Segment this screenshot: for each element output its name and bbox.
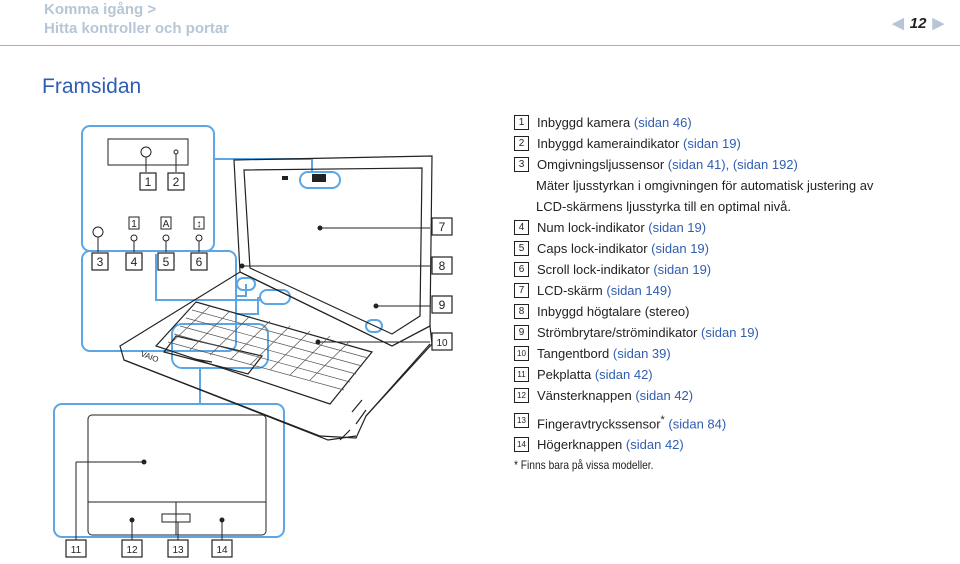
breadcrumb: Komma igång > Hitta kontroller och porta… [44, 0, 229, 38]
laptop-diagram: VAIO 1 A ↕ [53, 125, 453, 558]
item-number: 9 [514, 325, 529, 340]
callout-7: 7 [439, 220, 446, 234]
scroll-lock-glyph: ↕ [197, 219, 202, 230]
num-lock-glyph: 1 [131, 219, 137, 230]
item-label: Fingeravtryckssensor [537, 416, 661, 432]
page-reference-link[interactable]: (sidan 42) [625, 437, 684, 453]
item-number: 11 [514, 367, 529, 382]
item-label: Högerknappen [537, 437, 623, 453]
callout-8: 8 [439, 259, 446, 273]
component-list: 1 Inbyggd kamera (sidan 46) 2 Inbyggd kame… [514, 112, 954, 476]
callout-1: 1 [145, 175, 152, 189]
item-number: 13 [514, 413, 529, 428]
footnote: * Finns bara på vissa modeller. [514, 458, 654, 473]
item-number: 7 [514, 283, 529, 298]
list-item: 14 Högerknappen (sidan 42) [514, 434, 954, 455]
callout-5: 5 [163, 255, 170, 269]
next-page-arrow-icon[interactable]: ▶ [932, 15, 944, 32]
page-reference-link[interactable]: (sidan 42) [594, 367, 653, 382]
laptop-touchpad [162, 335, 264, 375]
item-label: Num lock-indikator [537, 220, 645, 235]
page-reference-link[interactable]: (sidan 84) [668, 416, 727, 432]
item-number: 3 [514, 157, 529, 172]
list-item: 5 Caps lock-indikator (sidan 19) [514, 238, 954, 259]
page-reference-link[interactable]: (sidan 19) [653, 262, 712, 277]
page-navigation: ◀ 12 ▶ [892, 14, 944, 33]
item-label: LCD-skärm [537, 283, 603, 298]
list-item: 10 Tangentbord (sidan 39) [514, 343, 954, 364]
list-item: 2 Inbyggd kameraindikator (sidan 19) [514, 133, 954, 154]
item-label: Inbyggd högtalare (stereo) [537, 304, 690, 319]
list-item: 12 Vänsterknappen (sidan 42) [514, 385, 954, 406]
item-description: Mäter ljusstyrkan i omgivningen för auto… [536, 178, 874, 193]
list-item: 9 Strömbrytare/strömindikator (sidan 19) [514, 322, 954, 343]
callout-10: 10 [436, 338, 448, 349]
list-item: 4 Num lock-indikator (sidan 19) [514, 217, 954, 238]
callout-11: 11 [71, 545, 82, 556]
list-item: 3 Omgivningsljussensor (sidan 41), (sidan… [514, 154, 954, 175]
page-reference-link[interactable]: (sidan 41), (sidan 192) [667, 157, 798, 172]
caps-lock-glyph: A [163, 219, 170, 230]
item-number: 4 [514, 220, 529, 235]
callout-2: 2 [173, 175, 180, 189]
page-reference-link[interactable]: (sidan 19) [651, 241, 709, 256]
page-reference-link[interactable]: (sidan 19) [682, 136, 741, 151]
item-number: 5 [514, 241, 529, 256]
item-number: 14 [514, 437, 529, 453]
item-label: Inbyggd kamera [537, 115, 631, 130]
page-reference-link[interactable]: (sidan 46) [633, 115, 692, 130]
item-label: Caps lock-indikator [537, 241, 648, 256]
item-number: 6 [514, 262, 529, 277]
page-reference-link[interactable]: (sidan 19) [648, 220, 707, 235]
list-item: 13 Fingeravtryckssensor* (sidan 84) [514, 410, 954, 434]
list-item: 1 Inbyggd kamera (sidan 46) [514, 112, 954, 133]
callout-12: 12 [126, 545, 138, 556]
callout-3: 3 [97, 255, 104, 269]
touchpad-detail-box [53, 403, 285, 538]
callout-13: 13 [172, 545, 184, 556]
callout-9: 9 [439, 298, 446, 312]
list-item: 11 Pekplatta (sidan 42) [514, 364, 954, 385]
item-label: Vänsterknappen [537, 388, 632, 403]
list-item: 8 Inbyggd högtalare (stereo) [514, 301, 954, 322]
callout-6: 6 [196, 255, 203, 269]
item-label: Tangentbord [537, 346, 610, 361]
item-number: 8 [514, 304, 529, 319]
breadcrumb-section[interactable]: Komma igång > [44, 1, 157, 18]
item-label: Pekplatta [537, 367, 592, 382]
item-description: LCD-skärmens ljusstyrka till en optimal … [536, 199, 792, 214]
item-number: 1 [514, 115, 529, 130]
breadcrumb-page: Hitta kontroller och portar [44, 20, 230, 37]
footnote-marker: * [660, 414, 665, 426]
page-reference-link[interactable]: (sidan 39) [612, 346, 671, 361]
callout-4: 4 [131, 255, 138, 269]
page-reference-link[interactable]: (sidan 19) [701, 325, 759, 340]
header-divider [0, 45, 960, 46]
page-number: 12 [909, 14, 927, 32]
item-label: Inbyggd kameraindikator [537, 136, 680, 151]
item-label: Strömbrytare/strömindikator [537, 325, 698, 340]
list-item: 6 Scroll lock-indikator (sidan 19) [514, 259, 954, 280]
item-label: Omgivningsljussensor [537, 157, 665, 172]
item-number: 2 [514, 136, 529, 151]
list-item: 7 LCD-skärm (sidan 149) [514, 280, 954, 301]
page-reference-link[interactable]: (sidan 149) [606, 283, 672, 298]
prev-page-arrow-icon[interactable]: ◀ [892, 15, 904, 32]
item-label: Scroll lock-indikator [537, 262, 650, 277]
page-reference-link[interactable]: (sidan 42) [635, 388, 694, 403]
callout-14: 14 [216, 545, 228, 556]
item-number: 12 [514, 388, 529, 403]
laptop-base [119, 271, 433, 439]
section-title: Framsidan [42, 75, 142, 98]
item-number: 10 [514, 346, 529, 361]
